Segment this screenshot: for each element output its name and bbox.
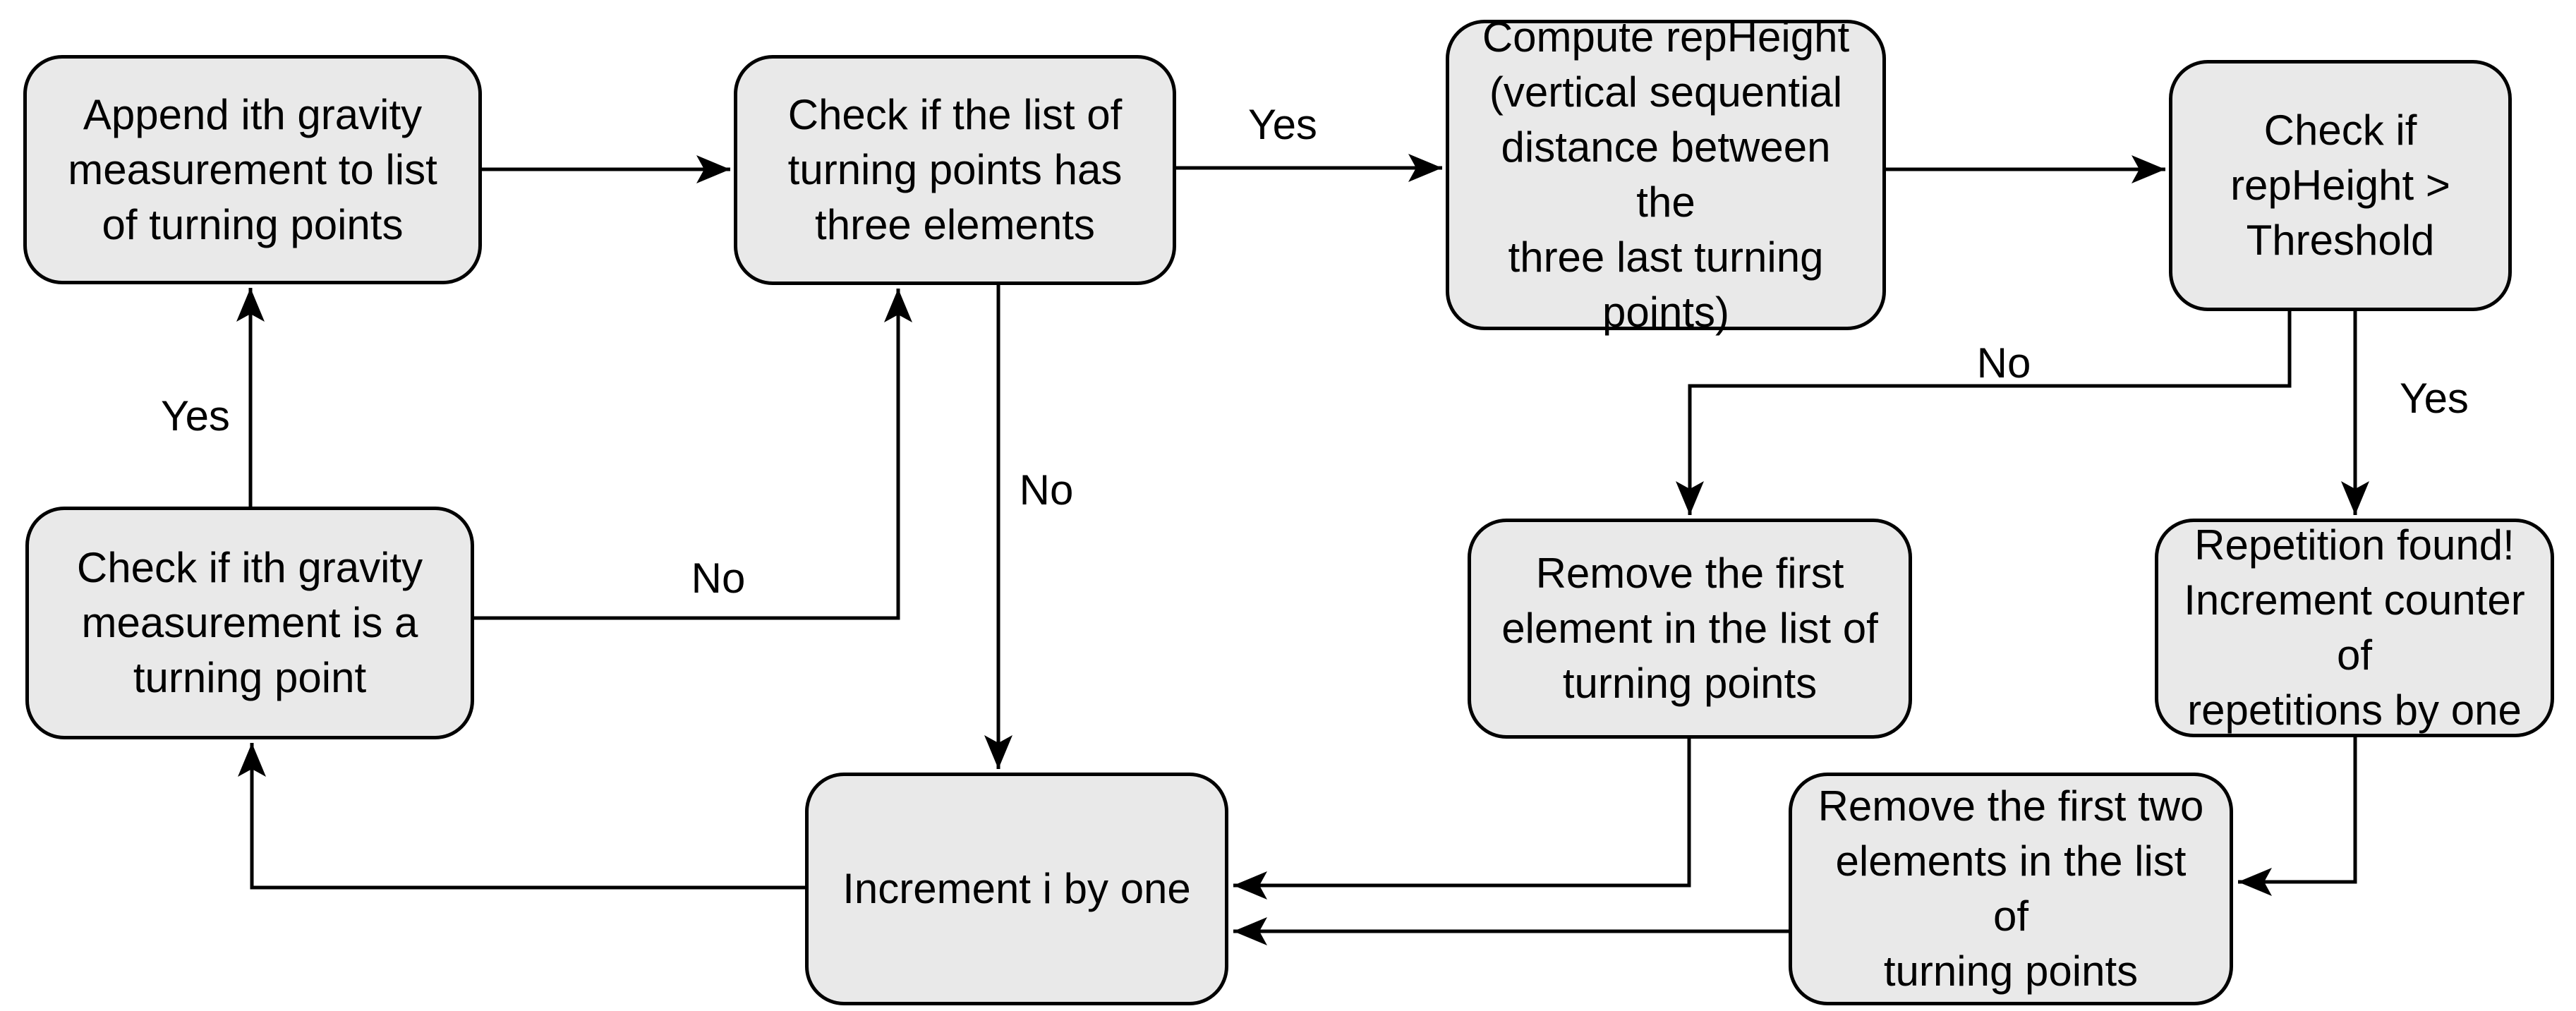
- node-remove-first-two-label: Remove the first two elements in the lis…: [1818, 782, 2204, 995]
- node-repetition-found: Repetition found! Increment counter of r…: [2155, 519, 2554, 737]
- node-increment-i: Increment i by one: [805, 773, 1228, 1005]
- node-append-measurement: Append ith gravity measurement to list o…: [23, 55, 482, 284]
- node-check-turning-point: Check if ith gravity measurement is a tu…: [25, 507, 474, 739]
- node-check-threshold: Check if repHeight > Threshold: [2169, 60, 2512, 311]
- edge-label-yes-to-compute: Yes: [1248, 101, 1317, 148]
- node-check-three-elements-label: Check if the list of turning points has …: [787, 91, 1123, 248]
- node-check-three-elements: Check if the list of turning points has …: [734, 55, 1176, 285]
- node-append-measurement-label: Append ith gravity measurement to list o…: [68, 90, 437, 248]
- edge-label-yes-to-append: Yes: [161, 392, 230, 440]
- connector-turning-no-to-check-three: [474, 289, 912, 620]
- node-compute-repheight-label: Compute repHeight (vertical sequential d…: [1482, 13, 1850, 336]
- edge-label-no-to-remove-first: No: [1976, 339, 2031, 387]
- node-check-turning-point-label: Check if ith gravity measurement is a tu…: [76, 544, 423, 701]
- edge-label-no-to-check-three: No: [691, 555, 746, 602]
- connector-increment-to-turning: [238, 743, 805, 890]
- node-compute-repheight: Compute repHeight (vertical sequential d…: [1446, 13, 1886, 336]
- connector-remove-first-to-increment: [1233, 739, 1691, 900]
- node-remove-first-element-label: Remove the first element in the list of …: [1501, 550, 1878, 707]
- node-increment-i-label: Increment i by one: [842, 865, 1191, 912]
- connector-threshold-no-to-remove-first: [1676, 311, 2292, 515]
- edge-label-no-to-increment: No: [1019, 466, 1074, 514]
- edge-label-yes-to-repetition: Yes: [2400, 375, 2469, 422]
- node-remove-first-element: Remove the first element in the list of …: [1468, 519, 1912, 739]
- connector-repetition-to-remove-two: [2238, 737, 2357, 896]
- node-check-threshold-label: Check if repHeight > Threshold: [2230, 107, 2450, 264]
- node-repetition-found-label: Repetition found! Increment counter of r…: [2184, 521, 2525, 734]
- node-remove-first-two: Remove the first two elements in the lis…: [1789, 773, 2233, 1005]
